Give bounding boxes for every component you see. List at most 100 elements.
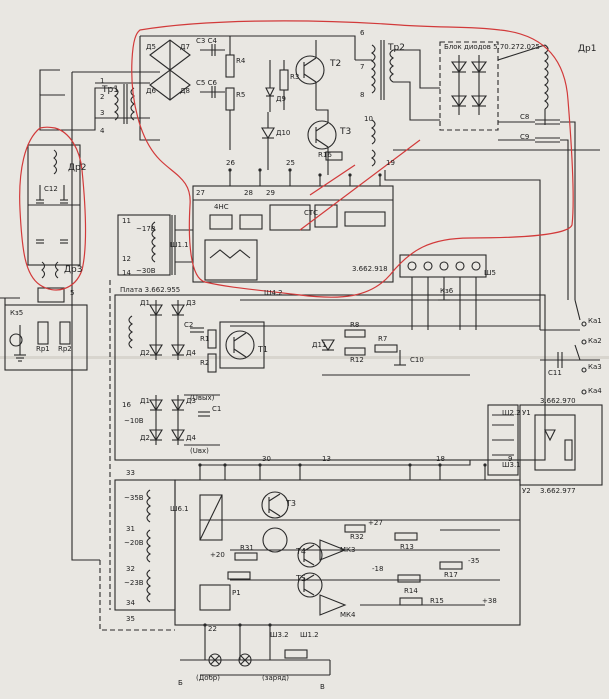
label-d6: Д6	[146, 87, 156, 95]
label-sh6-1: Ш6.1	[170, 505, 189, 513]
label-p20: +20	[210, 551, 225, 559]
label-cnt2: СТС	[304, 209, 319, 217]
label-v: В	[320, 683, 325, 691]
label-pin-12: 12	[122, 255, 131, 263]
label-v10: ~10В	[124, 417, 144, 425]
label-pin-35: 35	[126, 615, 135, 623]
label-r7: R7	[378, 335, 388, 343]
label-r32: R32	[350, 533, 364, 541]
label-pin-34: 34	[126, 599, 135, 607]
label-pin-11: 11	[122, 217, 131, 225]
label-m18: -18	[372, 565, 384, 573]
label-t2: Т2	[330, 59, 342, 69]
label-zaryad: (заряд)	[262, 674, 289, 682]
label-pin-3: 3	[100, 109, 105, 117]
label-mk4: МК4	[340, 611, 356, 619]
label-m35: -35	[468, 557, 480, 565]
label-pin-32: 32	[126, 565, 135, 573]
label-d7: Д7	[180, 43, 190, 51]
circuit-wiring	[0, 35, 603, 676]
label-pin-30: 30	[262, 455, 271, 463]
label-board-977: 3.662.977	[540, 487, 576, 495]
label-sh3-1: Ш3.1	[502, 461, 521, 469]
label-d8: Д8	[180, 87, 190, 95]
label-t3-lower: Т3	[286, 499, 296, 508]
label-uvyh: (Uвых)	[190, 394, 215, 402]
label-r5: R5	[236, 91, 246, 99]
label-p1: Р1	[232, 589, 241, 597]
label-d4: Д4	[186, 349, 196, 357]
label-sh1-1: Ш1.1	[170, 241, 189, 249]
pin-dots	[198, 168, 487, 627]
label-pin-31: 31	[126, 525, 135, 533]
red-markup-loops	[19, 20, 574, 298]
label-b: Б	[178, 679, 183, 687]
label-cnt: 4НС	[214, 203, 229, 211]
label-c8: С8	[520, 113, 530, 121]
label-ka2: Ка2	[588, 337, 602, 345]
label-pin-27: 27	[196, 189, 205, 197]
label-blok-diodov: Блок диодов 5.70.272.025	[444, 43, 540, 51]
label-v35: ~35В	[124, 494, 144, 502]
label-pin-4: 4	[100, 127, 105, 135]
label-tr2: Тр2	[388, 43, 405, 53]
label-y2: У2	[522, 487, 531, 495]
label-pin-2: 2	[100, 93, 105, 101]
label-pin-1: 1	[100, 77, 105, 85]
label-dobr: (Добр)	[196, 674, 220, 682]
label-v20: ~20В	[124, 539, 144, 547]
label-c12: С12	[44, 185, 58, 193]
label-d5: Д5	[146, 43, 156, 51]
label-pin-8: 8	[360, 91, 365, 99]
label-mk3: МК3	[340, 546, 356, 554]
label-sh4-2: Ш4.2	[264, 289, 283, 297]
label-c3c4: С3 С4	[196, 37, 217, 45]
label-r14: R14	[404, 587, 418, 595]
label-t3-upper: Т3	[340, 127, 352, 137]
label-r31: R31	[240, 544, 254, 552]
label-pin-33: 33	[126, 469, 135, 477]
label-pin-28: 28	[244, 189, 253, 197]
label-pin-26: 26	[226, 159, 235, 167]
label-pin-25: 25	[286, 159, 295, 167]
label-p38: +38	[482, 597, 497, 605]
label-c10: С10	[410, 356, 424, 364]
label-sh1-2: Ш1.2	[300, 631, 319, 639]
label-pin-14: 14	[122, 269, 131, 277]
label-d2: Д2	[140, 349, 150, 357]
label-pin-16: 16	[122, 401, 131, 409]
label-t5: Т5	[296, 574, 306, 583]
label-board-970: 3.662.970	[540, 397, 576, 405]
label-tr1: Тр1	[102, 85, 119, 95]
label-d11: Д11	[312, 341, 327, 349]
label-pin-29: 29	[266, 189, 275, 197]
label-v30: ~30В	[136, 267, 156, 275]
label-pin-18: 18	[436, 455, 445, 463]
label-pin-10: 10	[364, 115, 373, 123]
label-d3: Д3	[186, 299, 196, 307]
label-plata: Плата 3.662.955	[120, 286, 181, 294]
label-sh5: Ш5	[484, 269, 496, 277]
label-r16: R16	[318, 151, 332, 159]
label-r15: R15	[430, 597, 444, 605]
label-v17: ~17В	[136, 225, 156, 233]
label-d10: Д10	[276, 129, 291, 137]
label-r13: R13	[400, 543, 414, 551]
label-d1-lower: Д1	[140, 397, 150, 405]
label-pin-5: 5	[70, 289, 75, 297]
label-pin-19: 19	[386, 159, 395, 167]
label-c1: С1	[212, 405, 222, 413]
label-ka1: Ка1	[588, 317, 602, 325]
label-pin-13: 13	[322, 455, 331, 463]
label-rp2: Rр2	[58, 345, 72, 353]
label-c2: С2	[184, 321, 194, 329]
label-dr2: Др2	[68, 163, 87, 173]
label-dr1: Др1	[578, 44, 597, 54]
label-kz6: Кз6	[440, 287, 454, 295]
label-d4-lower: Д4	[186, 434, 196, 442]
scan-fold-line	[0, 356, 609, 359]
label-d2-lower: Д2	[140, 434, 150, 442]
label-p27: +27	[368, 519, 383, 527]
